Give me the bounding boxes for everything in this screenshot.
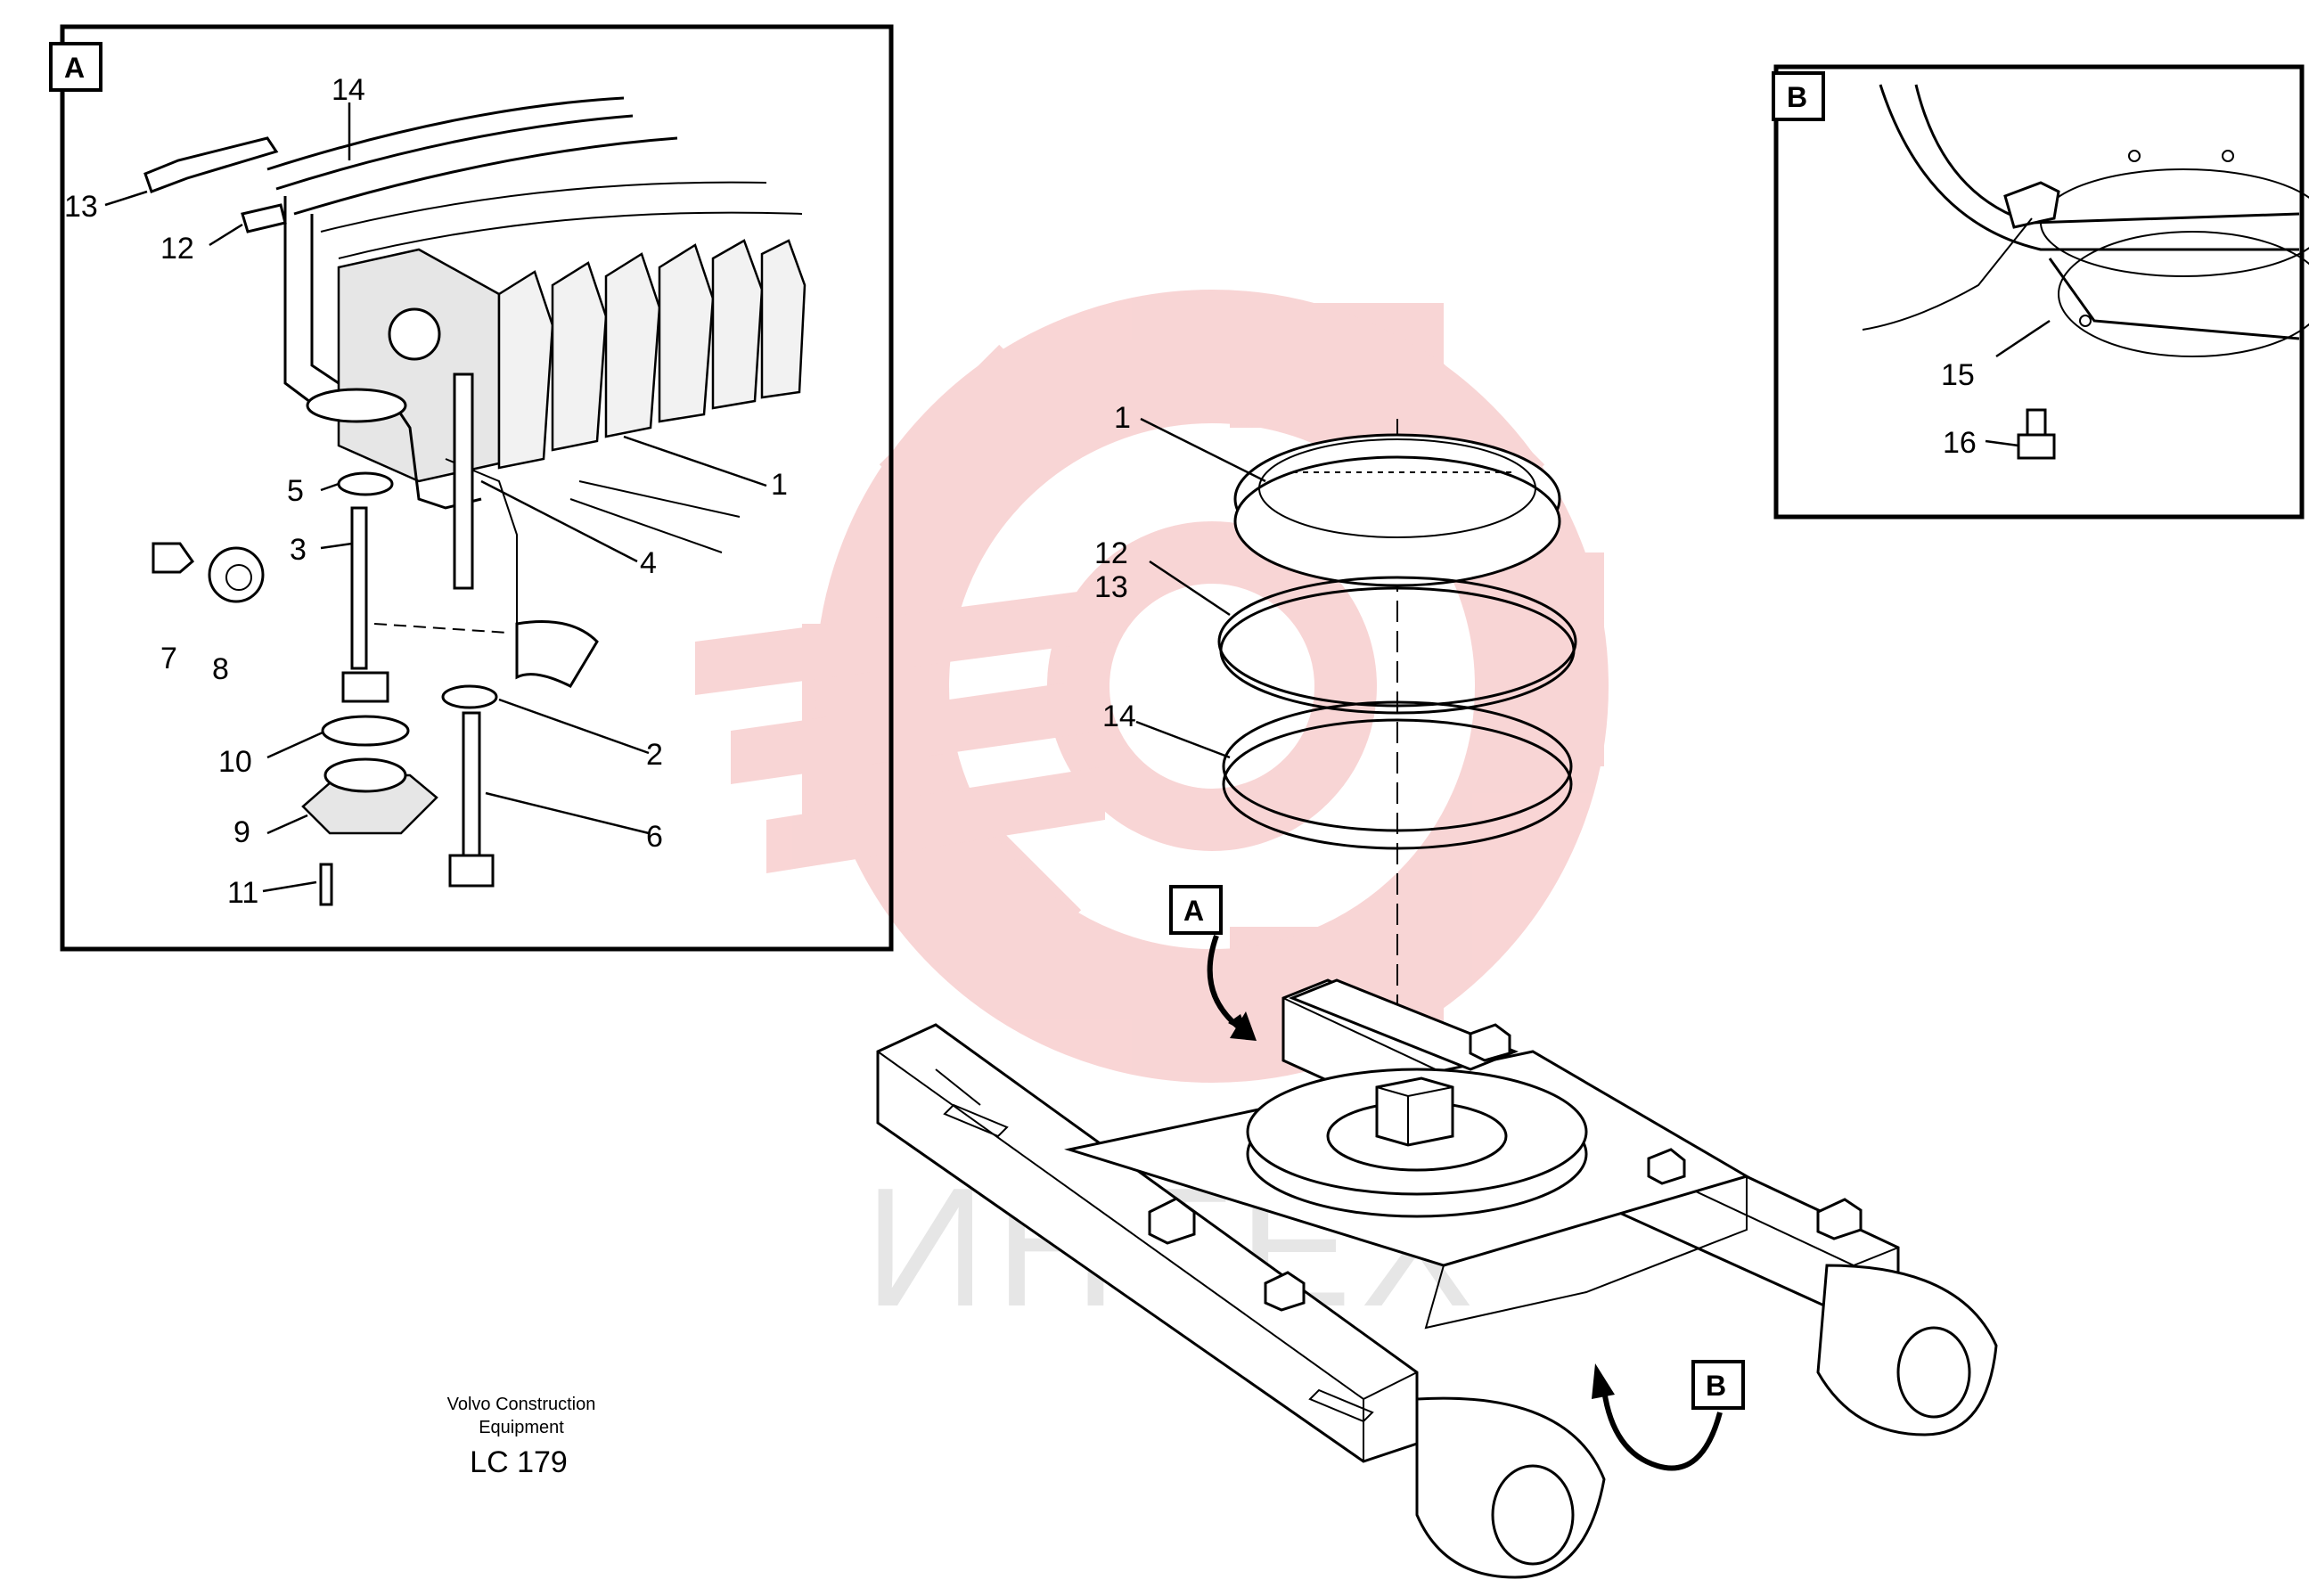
watermark-logo [695,290,1609,1083]
callout-a-2: 2 [646,738,663,772]
washer-2 [441,684,498,709]
callout-a-3: 3 [290,533,307,567]
footer-block: Volvo Construction Equipment LC 179 [447,1395,596,1479]
detail-b-label: B [1787,81,1807,113]
pointer-a-label: A [1183,895,1204,927]
band-14 [1222,700,1573,832]
footer-code: LC 179 [470,1445,568,1479]
callout-main-13: 13 [1094,570,1128,604]
callout-a-9: 9 [233,815,250,849]
o-ring-10 [321,715,410,747]
callout-main-12: 12 [1094,536,1128,570]
callout-main-1: 1 [1114,401,1131,435]
callout-a-14: 14 [332,73,365,107]
callout-a-5: 5 [287,474,304,508]
adapter-8 [208,546,265,603]
callout-a-10: 10 [218,745,252,779]
callout-a-13: 13 [64,190,98,224]
main-exploded-view: 1 12 13 14 [876,401,1998,1579]
slewing-bearing-1 [1233,433,1561,587]
pointer-b-label: B [1706,1370,1726,1402]
callout-a-7: 7 [160,642,177,675]
callout-a-4: 4 [640,546,657,580]
arrow-b-head [1592,1363,1615,1399]
callout-a-12: 12 [160,232,194,266]
callout-main-14: 14 [1102,700,1136,733]
footer-company: Volvo Construction [447,1395,596,1414]
callout-b-16: 16 [1943,426,1977,460]
washer-5 [337,471,394,496]
callout-a-1: 1 [771,468,788,502]
gear-teeth [497,239,807,470]
callout-b-15: 15 [1941,358,1975,392]
arrow-a-head [1230,1011,1257,1041]
callout-a-6: 6 [646,820,663,854]
detail-a-label: A [64,52,85,84]
undercarriage-frame [876,978,1998,1579]
detail-b-panel: B 15 16 [1772,64,2309,520]
footer-company-line2: Equipment [479,1418,564,1437]
seal-ring-12-13 [1217,576,1577,708]
callout-a-8: 8 [212,652,229,686]
callout-a-11: 11 [227,876,258,910]
detail-a-panel: A [49,24,894,952]
